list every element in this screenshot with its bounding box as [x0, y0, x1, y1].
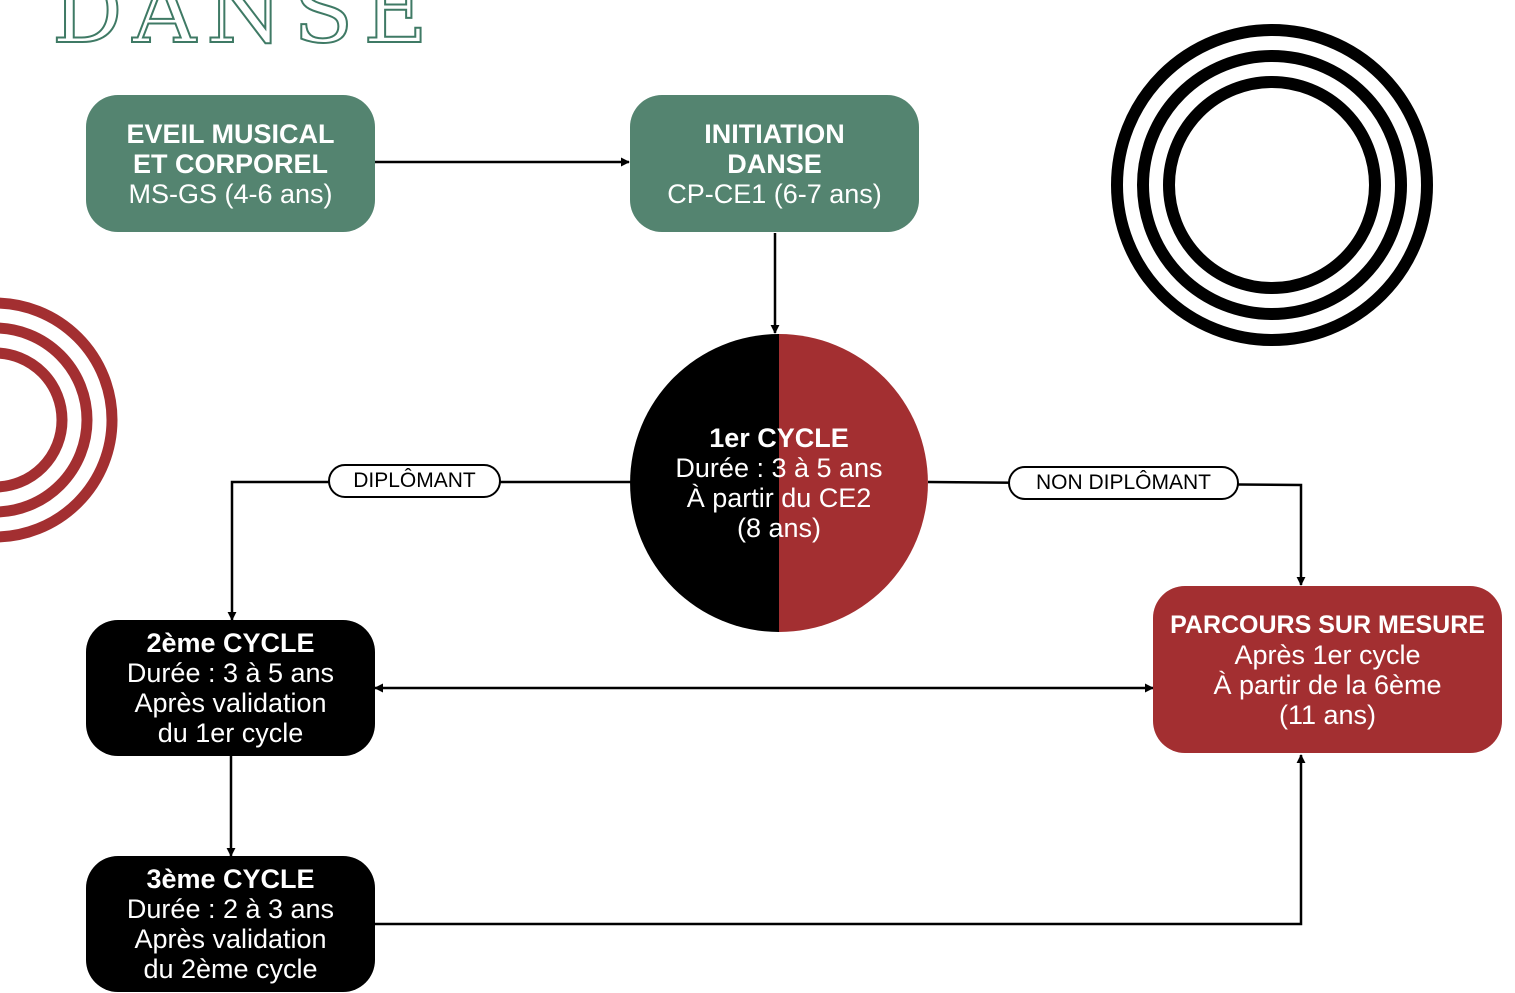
- node-parcours: PARCOURS SUR MESURE Après 1er cycle À pa…: [1153, 586, 1502, 753]
- cycle1-circle: [630, 334, 928, 632]
- node-parcours-start: À partir de la 6ème: [1213, 669, 1442, 700]
- node-cycle2-duration: Durée : 3 à 5 ans: [126, 658, 335, 688]
- node-eveil-title-2: ET CORPOREL: [132, 148, 328, 179]
- node-cycle3: 3ème CYCLE Durée : 2 à 3 ans Après valid…: [86, 856, 375, 992]
- node-cycle3-condition-1: Après validation: [134, 924, 327, 954]
- node-initiation-age: CP-CE1 (6-7 ans): [667, 178, 882, 209]
- page-title: DANSE: [51, 0, 438, 63]
- node-cycle2-title: 2ème CYCLE: [146, 628, 315, 658]
- node-eveil-title-1: EVEIL MUSICAL: [126, 118, 335, 149]
- node-parcours-title: PARCOURS SUR MESURE: [1170, 610, 1485, 639]
- node-cycle3-condition-2: du 2ème cycle: [143, 954, 318, 984]
- node-cycle1-start: À partir du CE2: [686, 483, 872, 513]
- node-cycle1-title: 1er CYCLE: [709, 423, 849, 453]
- node-cycle1-duration: Durée : 3 à 5 ans: [675, 453, 883, 483]
- node-initiation-title-1: INITIATION: [704, 118, 845, 149]
- edge-label-non-diplomant: NON DIPLÔMANT: [1008, 466, 1239, 500]
- node-cycle2: 2ème CYCLE Durée : 3 à 5 ans Après valid…: [86, 620, 375, 756]
- node-cycle3-title: 3ème CYCLE: [146, 864, 315, 894]
- node-cycle1-age: (8 ans): [736, 513, 822, 543]
- node-eveil-age: MS-GS (4-6 ans): [128, 178, 333, 209]
- edge-label-diplomant: DIPLÔMANT: [328, 464, 501, 498]
- node-cycle2-condition-1: Après validation: [134, 688, 327, 718]
- concentric-circles-red: [0, 297, 118, 543]
- node-initiation-title-2: DANSE: [727, 148, 822, 179]
- node-cycle2-condition-2: du 1er cycle: [157, 718, 304, 748]
- node-parcours-age: (11 ans): [1278, 699, 1377, 730]
- arrow-cycle1-to-cycle2: [227, 480, 631, 621]
- concentric-circles-black: [1111, 24, 1433, 346]
- node-cycle3-duration: Durée : 2 à 3 ans: [126, 894, 335, 924]
- node-initiation: INITIATION DANSE CP-CE1 (6-7 ans): [630, 95, 919, 232]
- node-cycle1: 1er CYCLE Durée : 3 à 5 ans À partir du …: [630, 334, 928, 632]
- node-eveil: EVEIL MUSICAL ET CORPOREL MS-GS (4-6 ans…: [86, 95, 375, 232]
- node-parcours-after: Après 1er cycle: [1234, 639, 1421, 670]
- arrow-cycle3-to-parcours: [375, 754, 1306, 926]
